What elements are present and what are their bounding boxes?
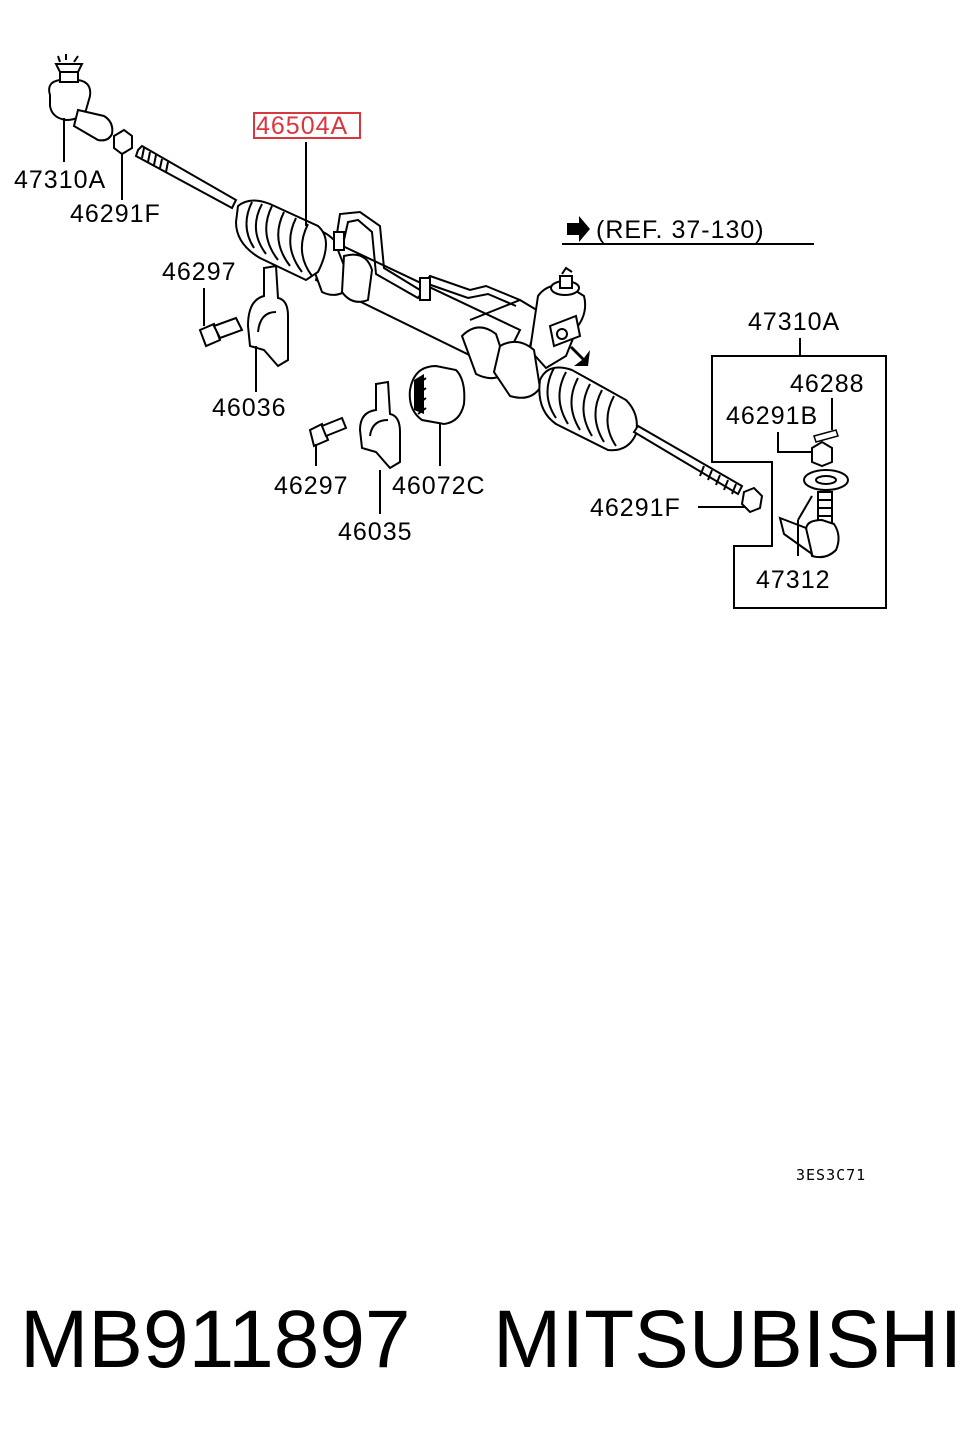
tie-rod-end-right [778, 469, 849, 559]
direction-arrow-icon [570, 346, 590, 366]
label-clamp-upper: 46036 [212, 394, 287, 422]
clamp-upper [246, 264, 289, 392]
tie-rod-end-left [48, 54, 114, 162]
bellows-boot-left [234, 199, 327, 282]
label-bolt-lower: 46297 [274, 472, 349, 500]
lock-nut-left [113, 128, 133, 200]
label-castle-nut: 46291B [726, 402, 818, 430]
bellows-boot-right [538, 366, 638, 452]
label-lock-nut-right: 46291F [590, 494, 681, 522]
label-tie-rod-end-right: 47312 [756, 566, 831, 594]
hydraulic-pipes [333, 210, 521, 307]
label-rack-assembly: 46504A [256, 112, 348, 140]
label-cotter-pin: 46288 [790, 370, 865, 398]
label-lock-nut-left: 46291F [70, 200, 161, 228]
label-reference: (REF. 37-130) [596, 216, 765, 244]
bushing [408, 364, 466, 466]
label-tie-rod-end-left: 47310A [14, 166, 106, 194]
bolt-upper [198, 288, 244, 348]
castle-nut [777, 432, 833, 468]
right-kit-box [711, 338, 887, 609]
cotter-pin [813, 398, 839, 443]
label-clamp-lower: 46035 [338, 518, 413, 546]
bolt-lower [308, 416, 348, 466]
label-bolt-upper: 46297 [162, 258, 237, 286]
part-number: MB911897 [20, 1294, 411, 1385]
inner-tie-rod-right [632, 424, 764, 514]
label-tie-rod-end-right-kit: 47310A [748, 308, 840, 336]
clamp-lower [358, 380, 401, 514]
ref-arrow-icon [567, 216, 590, 242]
drawing-code: 3ES3C71 [796, 1166, 866, 1184]
highlight-box [253, 112, 361, 139]
label-bushing: 46072C [392, 472, 486, 500]
brand-name: MITSUBISHI [493, 1294, 960, 1385]
inner-tie-rod-left [134, 144, 238, 210]
